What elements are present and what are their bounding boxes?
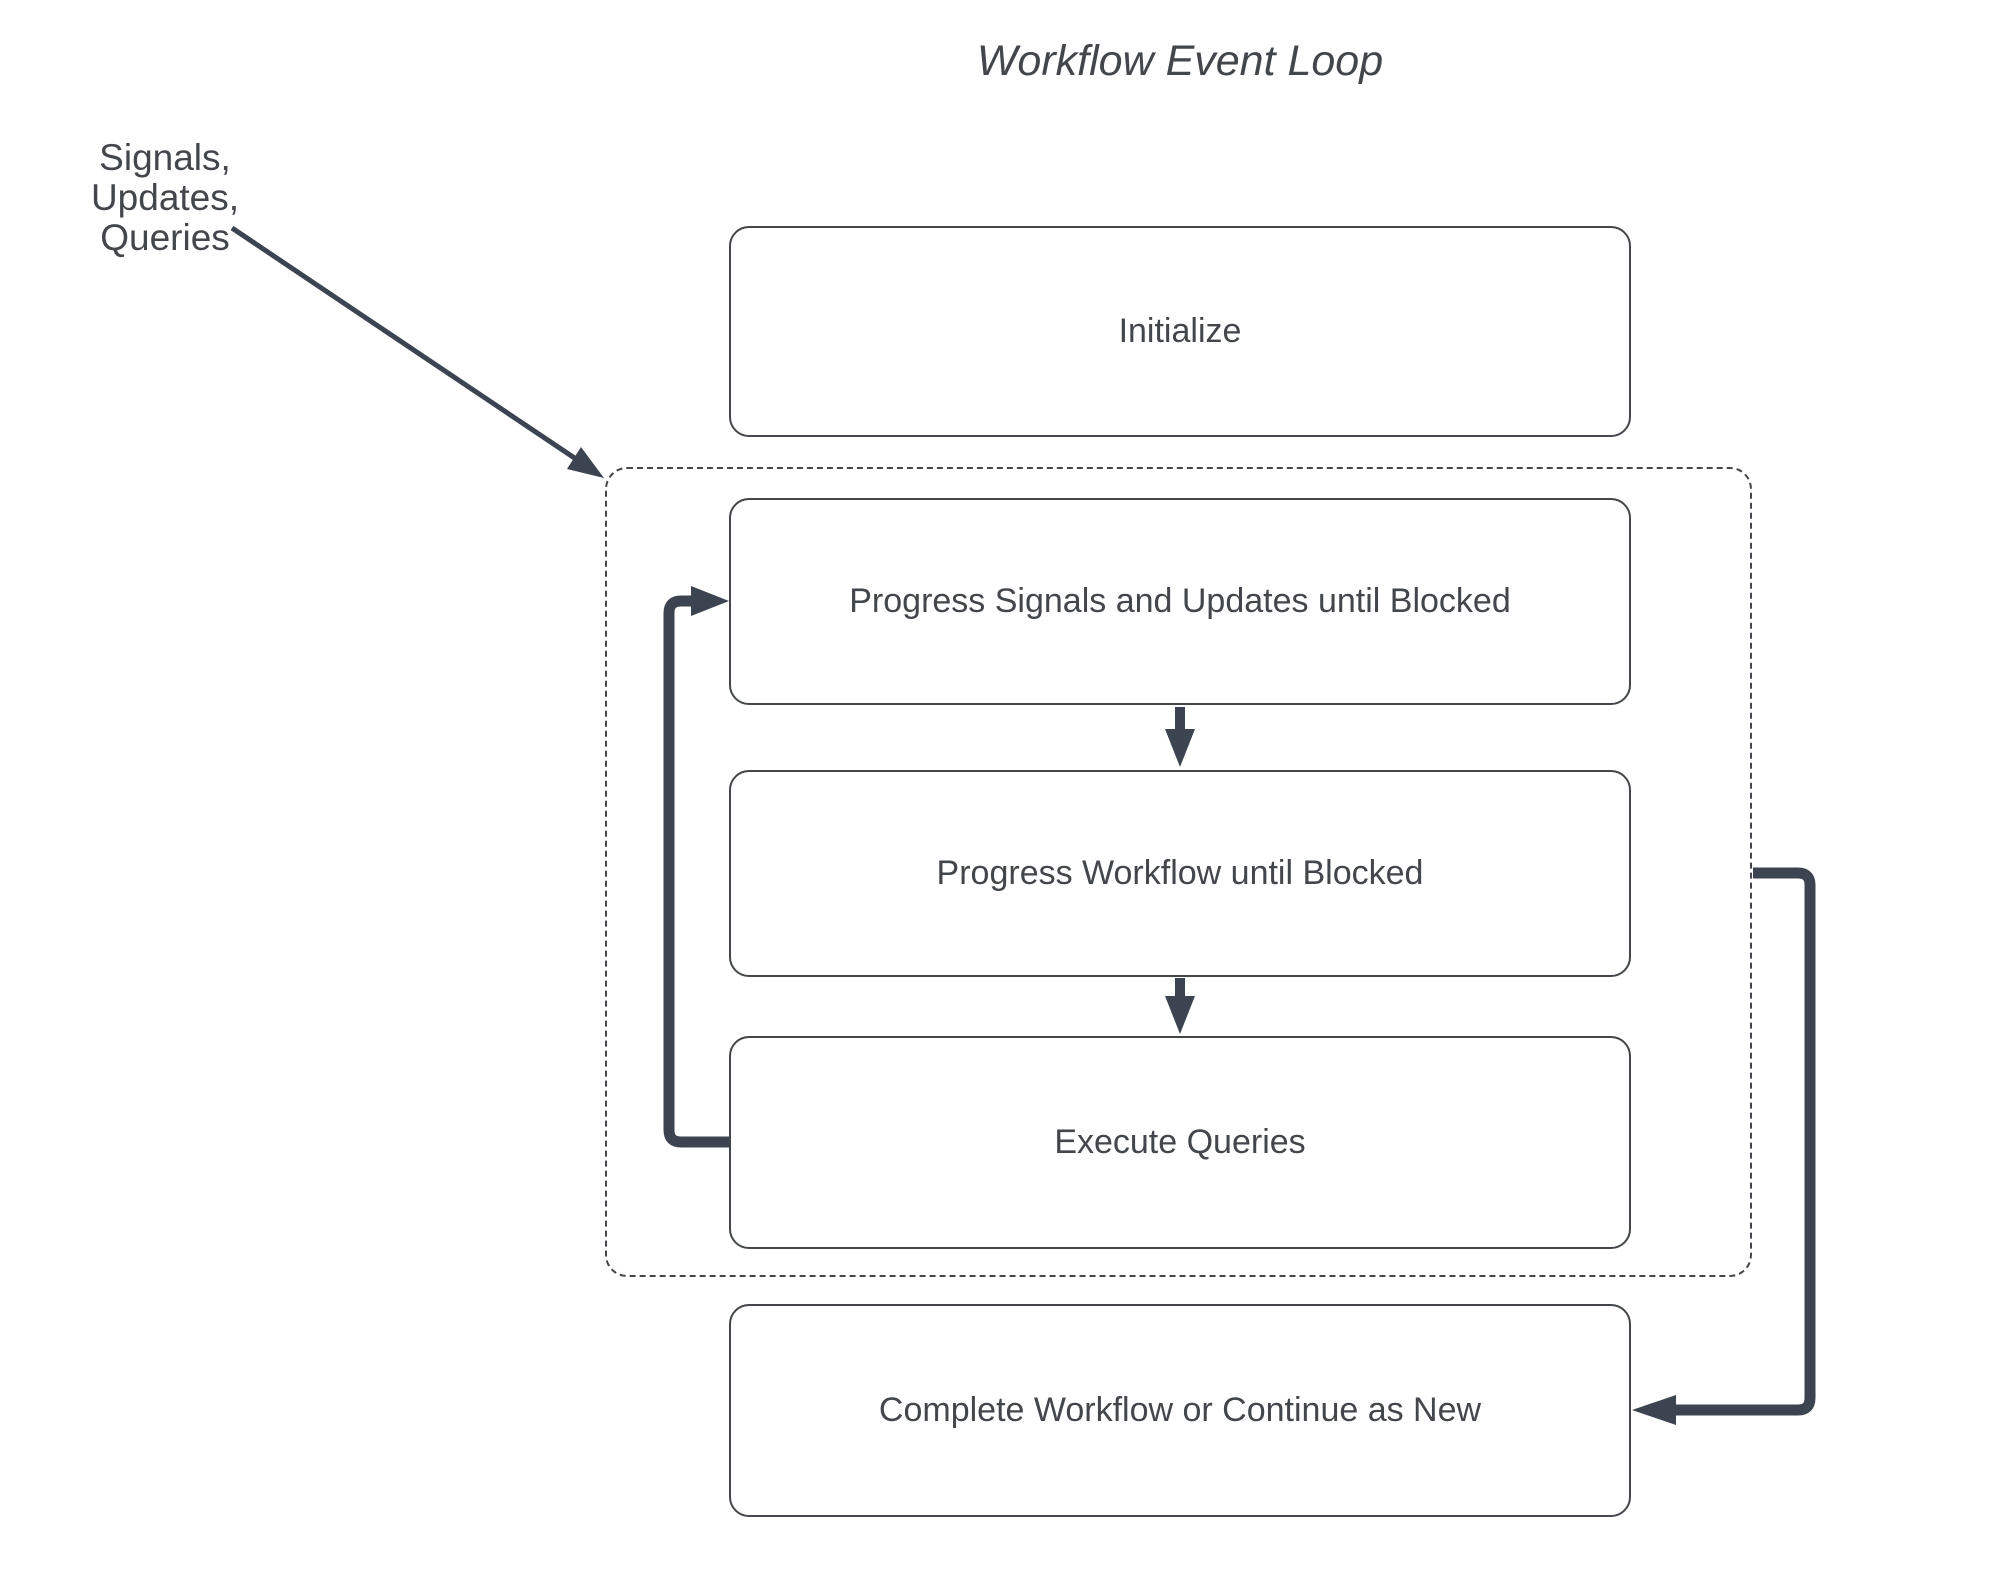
node-progress-signals-updates: Progress Signals and Updates until Block… [729,498,1631,705]
node-complete-workflow-label: Complete Workflow or Continue as New [878,1391,1482,1429]
node-complete-workflow: Complete Workflow or Continue as New [729,1304,1631,1517]
node-progress-workflow-label: Progress Workflow until Blocked [936,854,1424,892]
node-progress-signals-label: Progress Signals and Updates until Block… [849,582,1511,620]
node-progress-workflow: Progress Workflow until Blocked [729,770,1631,977]
node-execute-queries-label: Execute Queries [1054,1123,1306,1161]
signals-updates-queries-label: Signals, Updates, Queries [28,138,302,258]
annotation-arrow-icon [230,225,604,478]
annotation-line-2: Queries [100,217,230,258]
node-initialize: Initialize [729,226,1631,437]
annotation-line-1: Signals, Updates, [90,137,240,218]
node-execute-queries: Execute Queries [729,1036,1631,1249]
diagram-title: Workflow Event Loop [976,37,1384,85]
node-initialize-label: Initialize [1118,312,1242,350]
